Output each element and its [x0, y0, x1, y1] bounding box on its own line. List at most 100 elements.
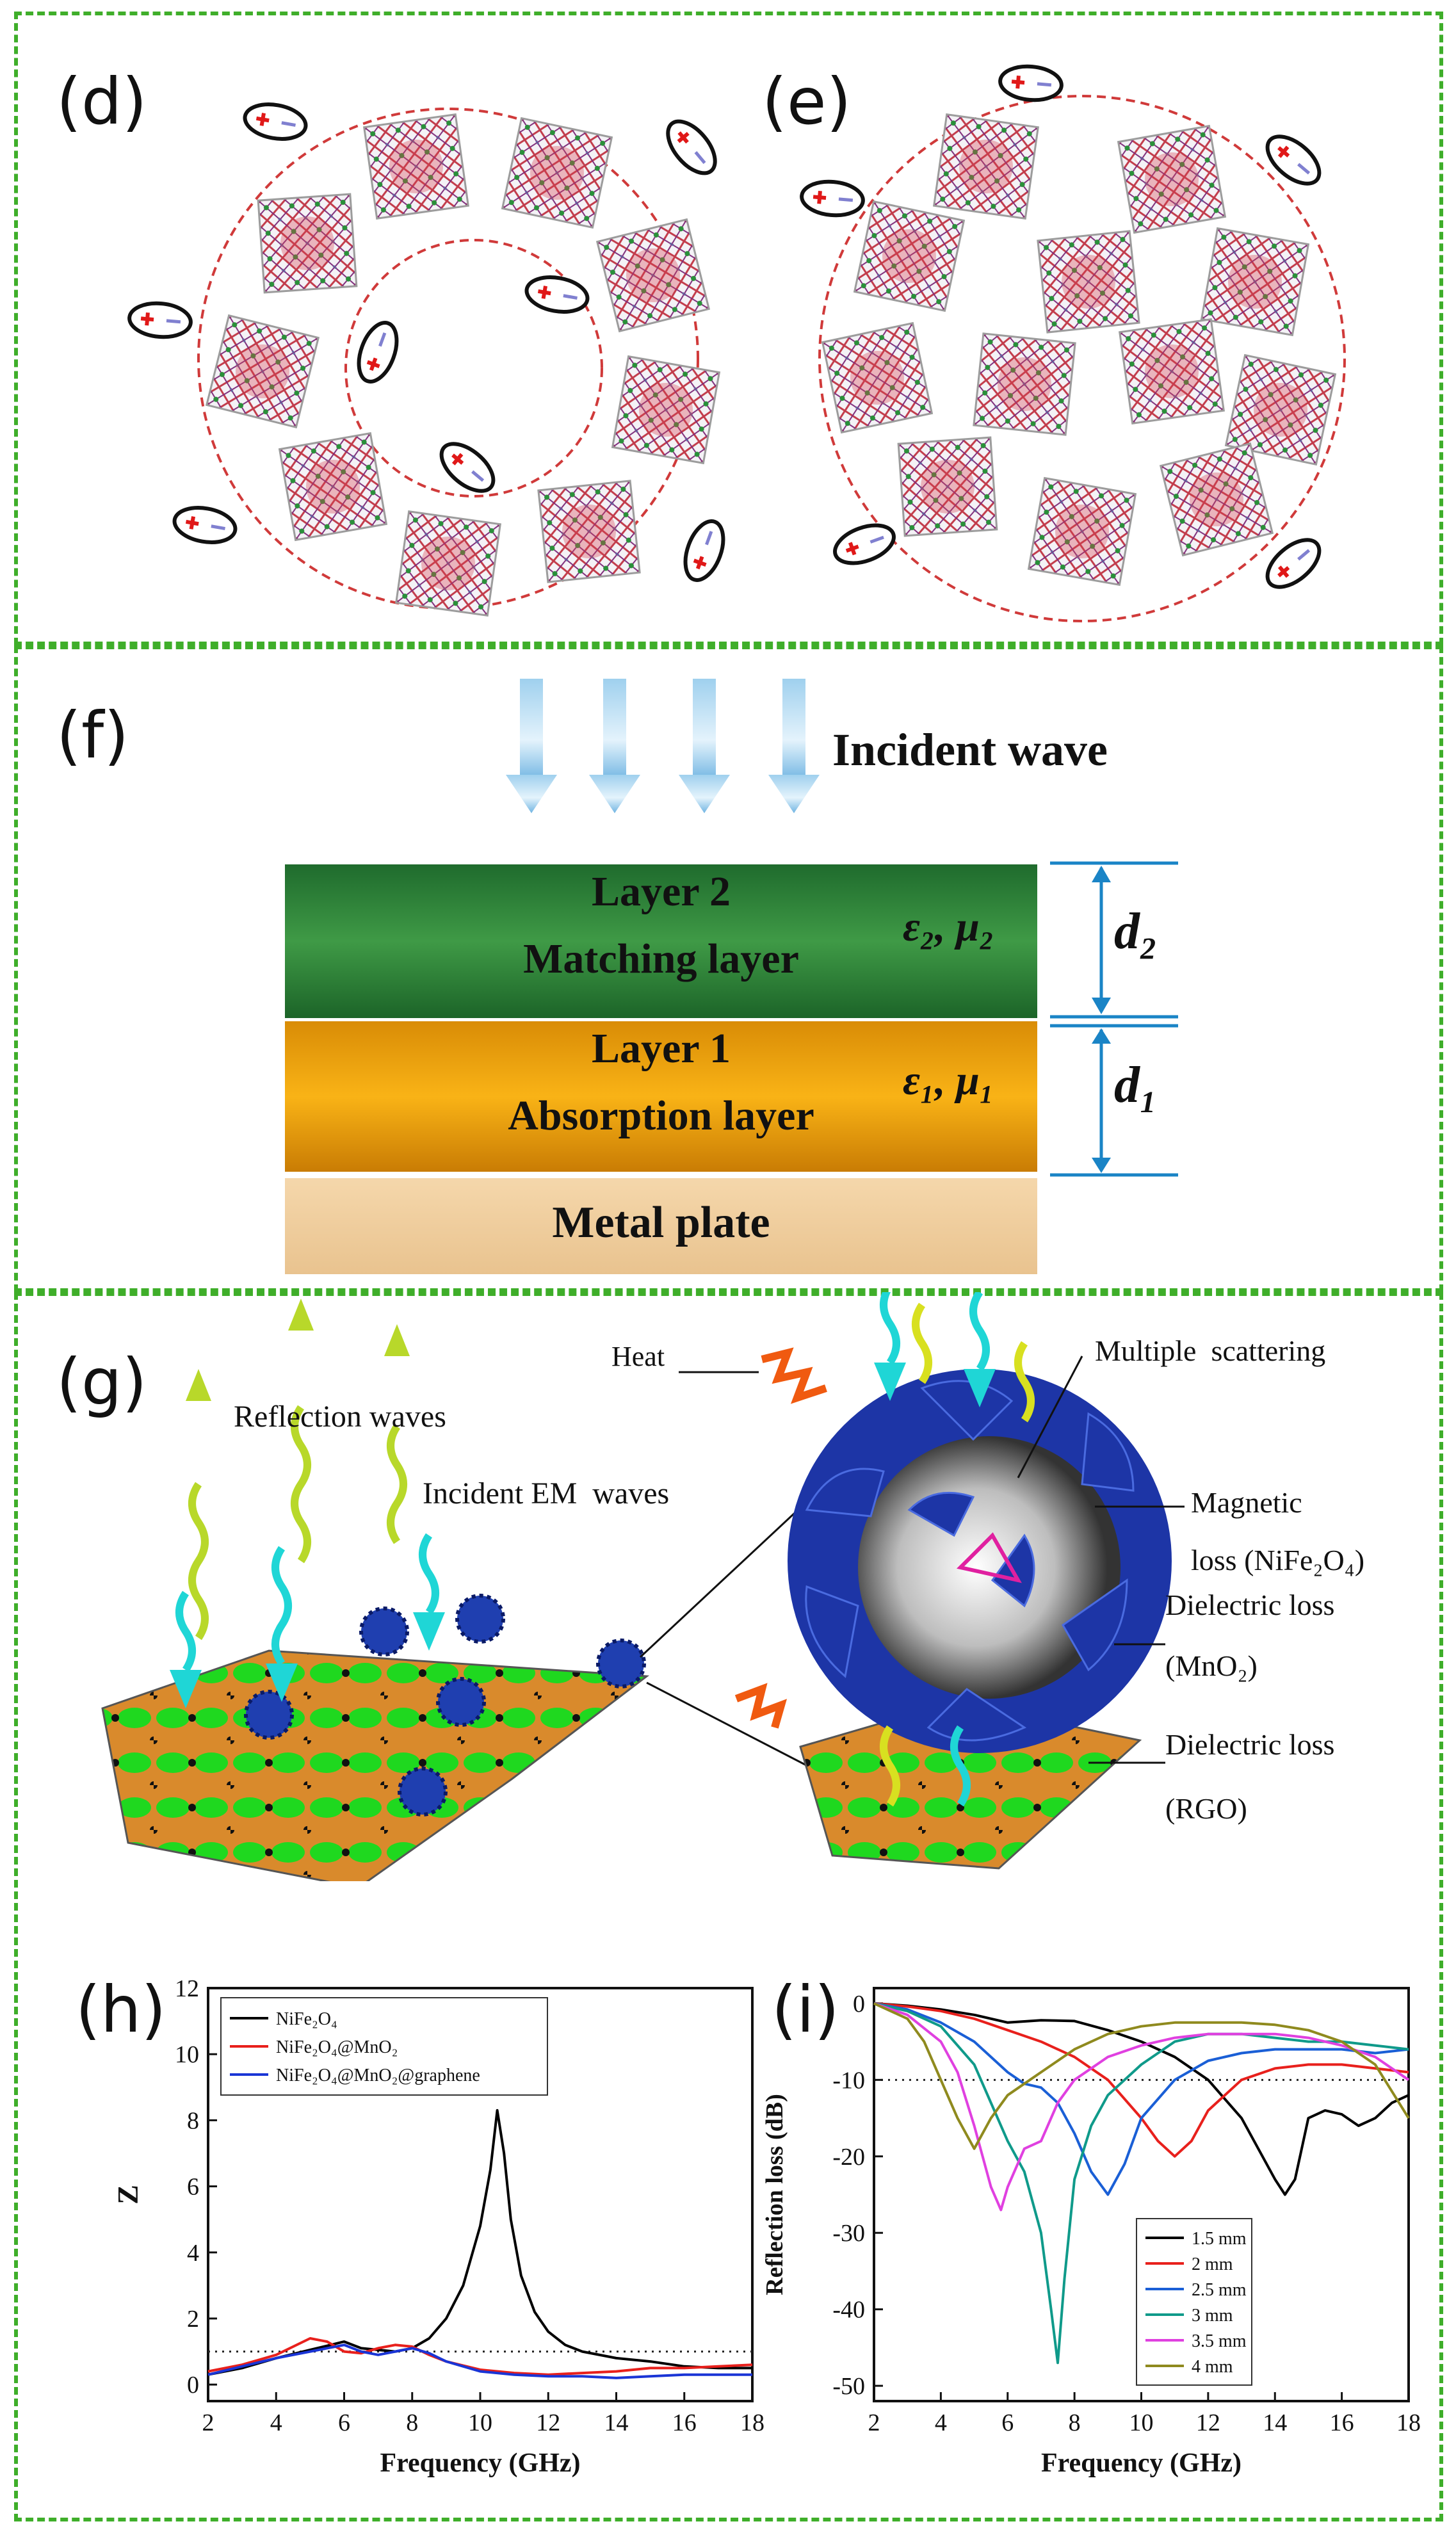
- panel-d-label: (d): [56, 64, 147, 139]
- panel-i-label: (i): [772, 1972, 839, 2047]
- y-tick-label: 4: [187, 2240, 199, 2267]
- legend-box: [1136, 2218, 1252, 2386]
- x-tick-label: 18: [740, 2409, 764, 2436]
- nanostructure-illustration: [0, 0, 1346, 622]
- legend-box: [220, 1997, 548, 2096]
- y-tick-label: 8: [187, 2107, 199, 2134]
- legend-label-4: 3.5 mm: [1192, 2331, 1247, 2351]
- y-tick-label: -40: [832, 2297, 865, 2324]
- magnetic-loss-label-2: loss (NiFe₂O₄): [1191, 1544, 1365, 1576]
- x-tick-label: 8: [1069, 2409, 1081, 2436]
- graphene-sheet-left: [101, 1649, 650, 1881]
- x-tick-label: 14: [1263, 2409, 1287, 2436]
- incident-em-waves-label: Incident EM waves: [423, 1477, 670, 1510]
- x-tick-label: 14: [604, 2409, 629, 2436]
- wave-arrowheads: [170, 1299, 996, 1708]
- x-tick-label: 4: [270, 2409, 282, 2436]
- heat-zigzag-bottom: [734, 1683, 788, 1729]
- layer1-parameters: ε₁, μ₁: [903, 1057, 994, 1104]
- y-tick-label: 10: [175, 2041, 199, 2068]
- outer-shell-circle: [197, 108, 699, 610]
- absorption-layer-block: [285, 1021, 1037, 1172]
- absorption-mechanism-illustration: [101, 1292, 1185, 1881]
- x-tick-label: 16: [1330, 2409, 1354, 2436]
- legend-label-3: 3 mm: [1192, 2306, 1233, 2326]
- heat-label: Heat: [611, 1341, 665, 1372]
- dielectric-loss-mno2-label-2: (MnO₂): [1165, 1649, 1258, 1682]
- metal-plate-block: [285, 1178, 1037, 1274]
- thickness-markers: [1050, 861, 1178, 1177]
- layer-model-diagram: [285, 679, 1178, 1274]
- x-tick-label: 6: [338, 2409, 350, 2436]
- series-line-1: [207, 2337, 753, 2376]
- series-line-2: [207, 2343, 752, 2379]
- y-tick-label: -30: [832, 2220, 865, 2247]
- reflection-waves-label: Reflection waves: [234, 1400, 446, 1434]
- y-tick-label: -20: [832, 2144, 865, 2171]
- series-line-1: [873, 2002, 1409, 2158]
- series-line-0: [873, 2002, 1409, 2196]
- multiple-scattering-label: Multiple scattering: [1095, 1334, 1326, 1367]
- legend-label-2: 2.5 mm: [1192, 2280, 1247, 2300]
- legend-label-1: NiFe₂O₄@MnO₂: [276, 2037, 398, 2057]
- dielectric-loss-rgo-label-1: Dielectric loss: [1165, 1728, 1335, 1761]
- thickness-d2-label: d₂: [1114, 903, 1158, 960]
- panel-g-label: (g): [56, 1345, 147, 1420]
- x-tick-label: 18: [1396, 2409, 1421, 2436]
- x-tick-label: 10: [468, 2409, 492, 2436]
- series-line-0: [207, 2108, 752, 2376]
- incident-wave-label: Incident wave: [832, 724, 1108, 775]
- panel-de-frame: [14, 12, 1443, 645]
- x-tick-label: 16: [672, 2409, 697, 2436]
- x-tick-label: 2: [202, 2409, 214, 2436]
- dielectric-loss-rgo-label-2: (RGO): [1165, 1792, 1247, 1825]
- metal-plate-label: Metal plate: [552, 1198, 770, 1247]
- layer2-title: Layer 2: [592, 868, 731, 915]
- inner-hollow-circle: [344, 239, 603, 498]
- x-tick-label: 12: [536, 2409, 560, 2436]
- layer1-title: Layer 1: [592, 1025, 731, 1072]
- legend-label-0: NiFe₂O₄: [276, 2009, 337, 2029]
- x-axis-label: Frequency (GHz): [380, 2448, 581, 2478]
- panel-e-label: (e): [762, 64, 852, 139]
- y-tick-label: 6: [187, 2174, 199, 2201]
- legend-label-1: 2 mm: [1192, 2254, 1233, 2274]
- legend-label-5: 4 mm: [1192, 2357, 1233, 2377]
- legend-label-0: 1.5 mm: [1192, 2229, 1247, 2249]
- wave-arrows: [175, 1292, 1035, 1807]
- series-line-2: [873, 2002, 1409, 2196]
- matching-layer-block: [285, 864, 1037, 1018]
- thickness-d1-label: d₁: [1114, 1057, 1158, 1113]
- layer2-subtitle: Matching layer: [523, 935, 799, 982]
- y-tick-label: -10: [832, 2067, 865, 2094]
- x-tick-label: 8: [406, 2409, 418, 2436]
- series-line-4: [873, 2002, 1410, 2212]
- layer2-parameters: ε₂, μ₂: [903, 903, 994, 950]
- layer1-subtitle: Absorption layer: [508, 1092, 814, 1139]
- y-tick-label: 12: [175, 1975, 199, 2002]
- y-axis-label: Z: [111, 2185, 144, 2205]
- x-tick-label: 12: [1196, 2409, 1220, 2436]
- dielectric-loss-mno2-label-1: Dielectric loss: [1165, 1589, 1335, 1621]
- panel-f-frame: [14, 645, 1443, 1292]
- legend-label-2: NiFe₂O₄@MnO₂@graphene: [276, 2066, 480, 2085]
- series-line-3: [873, 2002, 1409, 2365]
- x-tick-label: 4: [935, 2409, 947, 2436]
- x-axis-label: Frequency (GHz): [1041, 2448, 1242, 2478]
- series-line-5: [873, 2002, 1410, 2150]
- x-tick-label: 2: [868, 2409, 880, 2436]
- x-tick-label: 6: [1001, 2409, 1014, 2436]
- panel-g-frame: [14, 1292, 1443, 2521]
- y-axis-label: Reflection loss (dB): [761, 2094, 788, 2295]
- heat-zigzag-top: [761, 1347, 827, 1404]
- y-tick-label: 0: [187, 2372, 199, 2399]
- y-tick-label: -50: [832, 2373, 865, 2400]
- solid-sphere-circle: [818, 95, 1346, 622]
- magnetic-loss-label-1: Magnetic: [1191, 1486, 1302, 1519]
- panel-f-label: (f): [56, 698, 129, 773]
- panel-h-label: (h): [76, 1972, 166, 2047]
- x-tick-label: 10: [1129, 2409, 1154, 2436]
- y-tick-label: 0: [853, 1991, 865, 2018]
